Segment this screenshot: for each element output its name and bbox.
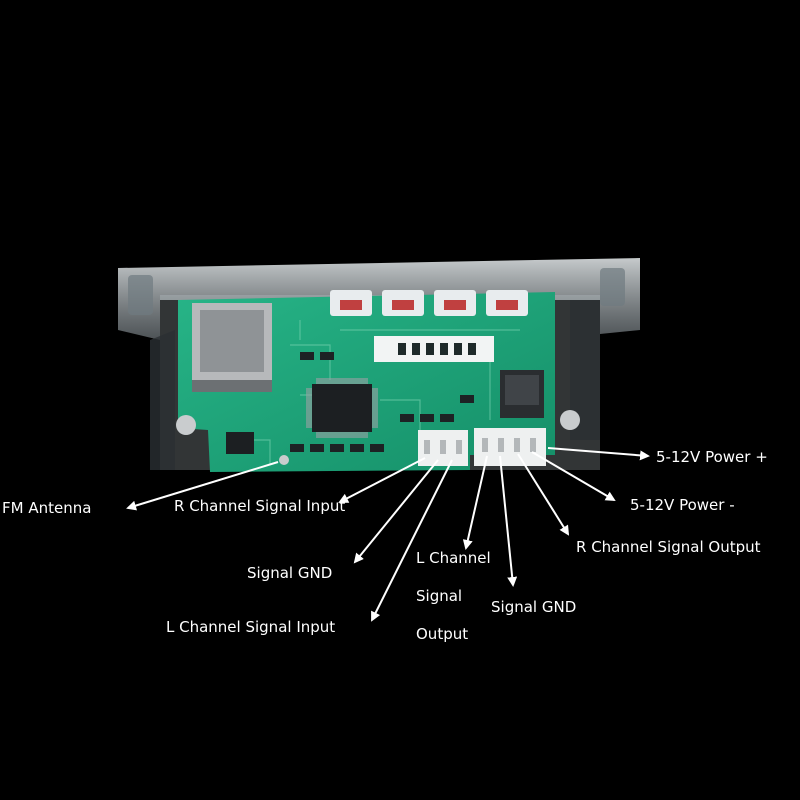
fm-antenna-pad bbox=[279, 455, 289, 465]
label-fm-antenna: FM Antenna bbox=[2, 499, 92, 517]
arrow-power-plus bbox=[547, 447, 650, 461]
label-signal-gnd-right: Signal GND bbox=[491, 598, 577, 616]
arrow-r-channel-signal-input bbox=[338, 457, 426, 503]
arrow-l-channel-signal-output bbox=[462, 455, 488, 550]
arrow-l-channel-signal-input bbox=[371, 459, 453, 622]
label-l-channel-signal-input: L Channel Signal Input bbox=[166, 618, 336, 636]
arrow-signal-gnd-left bbox=[353, 459, 439, 564]
arrow-fm-antenna bbox=[126, 461, 279, 511]
main-ic bbox=[306, 378, 378, 438]
label-l-channel-signal-output: L Channel Signal Output bbox=[416, 549, 491, 643]
screw-right bbox=[560, 410, 580, 430]
label-r-channel-signal-input: R Channel Signal Input bbox=[174, 497, 346, 515]
voltage-regulator bbox=[500, 370, 544, 418]
amp-ic bbox=[226, 432, 254, 454]
label-power-minus: 5-12V Power - bbox=[630, 496, 735, 514]
screw-left bbox=[176, 415, 196, 435]
label-signal-gnd-left: Signal GND bbox=[247, 564, 333, 582]
arrow-power-minus bbox=[531, 451, 616, 502]
pcb-board bbox=[176, 290, 580, 472]
arrow-signal-gnd-right bbox=[499, 455, 518, 587]
power-output-connector bbox=[474, 428, 546, 466]
tact-buttons bbox=[330, 290, 528, 316]
arrow-r-channel-signal-output bbox=[517, 453, 570, 536]
sd-card-slot bbox=[192, 303, 272, 392]
signal-connector bbox=[418, 430, 468, 466]
label-r-channel-signal-output: R Channel Signal Output bbox=[576, 538, 761, 556]
label-power-plus: 5-12V Power + bbox=[656, 448, 768, 466]
